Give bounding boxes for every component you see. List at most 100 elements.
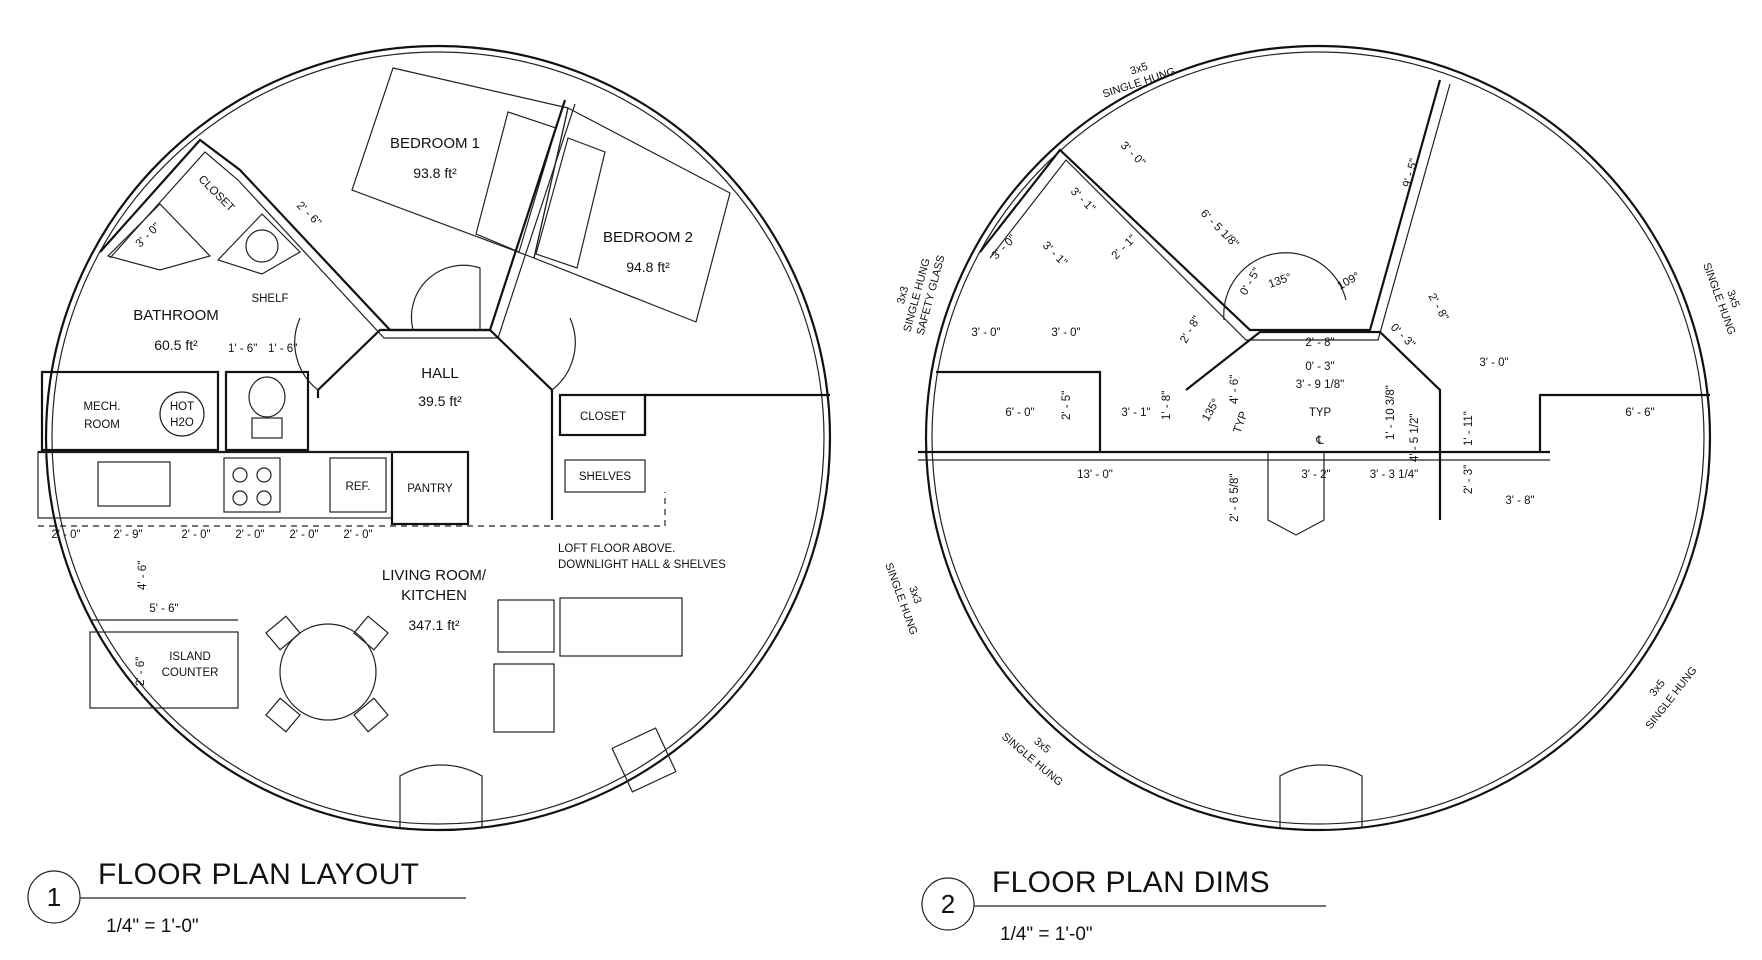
mech-room (40, 370, 220, 452)
burner-4 (256, 490, 272, 506)
dim-d4: 3' - 1" (1040, 240, 1069, 269)
side-chair (493, 663, 555, 733)
floor-plan-dims: 3x5 SINGLE HUNG 3x3 SINGLE HUNG SAFETY G… (882, 44, 1741, 945)
bed-2 (535, 137, 606, 269)
right-partition (643, 393, 830, 435)
dim-k2: 2' - 9" (113, 529, 142, 541)
chair-1 (265, 615, 301, 651)
dim-d25: 3' - 3 1/4" (1370, 469, 1418, 481)
drawing-scale: 1/4" = 1'-0" (106, 916, 199, 937)
exterior-wall-inner (51, 51, 825, 825)
dim-d31: 2' - 3" (1463, 465, 1475, 494)
shower (106, 203, 212, 271)
refrigerator (329, 457, 387, 513)
chair-3 (265, 697, 301, 733)
toilet-enclosure (224, 370, 310, 452)
dim-d28: 3' - 0" (1479, 357, 1508, 369)
entry-door (399, 764, 483, 828)
shelves-label: SHELVES (579, 471, 632, 483)
shelf-label: SHELF (251, 293, 288, 305)
dim-d22: 13' - 0" (1077, 469, 1113, 481)
dim-d12: 2' - 8" (1305, 337, 1334, 349)
dim-d1: 3' - 0" (1118, 140, 1147, 169)
window-label-lowleft: 3x3 (906, 585, 923, 606)
bathroom-wall (99, 99, 567, 332)
angle-a3: 135° (1200, 397, 1222, 424)
dim-toilet-b: 1' - 6" (268, 343, 297, 355)
bedroom-1-area: 93.8 ft² (413, 165, 457, 181)
island-label-2: COUNTER (162, 667, 219, 679)
dim-d11: 0' - 3" (1388, 322, 1417, 351)
right-wall (1538, 393, 1710, 452)
dim-d16: 1' - 8" (1161, 391, 1173, 420)
dim-d23: 2' - 6 5/8" (1229, 474, 1241, 522)
vanity (216, 213, 301, 275)
dim-d15: 4' - 6" (1229, 375, 1241, 404)
island-counter (89, 631, 239, 709)
dim-d30: 6' - 6" (1625, 407, 1654, 419)
dim-sink-diag: 2' - 6" (294, 200, 323, 229)
dim-d6: 6' - 5 1/8" (1198, 208, 1241, 251)
dim-d21: 3' - 1" (1121, 407, 1150, 419)
typ-note-1: TYP (1232, 410, 1251, 435)
drawing-number: 2 (941, 889, 955, 919)
centerline-symbol: ℄ (1315, 435, 1324, 447)
bedroom-2-name: BEDROOM 2 (603, 229, 693, 246)
hall-door-top (410, 264, 481, 331)
hot-water-tank (159, 391, 205, 437)
toilet (248, 376, 286, 418)
dim-d5: 2' - 1" (1110, 233, 1139, 262)
dim-d26: 1' - 10 3/8" (1385, 385, 1397, 440)
angle-a1: 135° (1267, 271, 1293, 290)
dim-d29: 1' - 11" (1463, 411, 1475, 446)
floor-plan-layout: BEDROOM 1 93.8 ft² BEDROOM 2 94.8 ft² BA… (27, 44, 832, 937)
partition-walls (979, 79, 1442, 332)
dim-d10: 2' - 8" (1425, 292, 1450, 323)
dim-aisle: 4' - 6" (137, 561, 149, 590)
chair-4 (353, 697, 389, 733)
window-type-bottomleft: SINGLE HUNG (999, 731, 1065, 789)
dim-d7: 9' - 5" (1401, 157, 1420, 188)
dim-d8: 2' - 8" (1178, 314, 1203, 345)
shelves-box (564, 459, 646, 493)
stove (223, 457, 281, 513)
drawing-title: FLOOR PLAN DIMS (992, 866, 1270, 899)
armchair (497, 599, 555, 653)
pantry-outline (1267, 452, 1325, 536)
sink-basin (245, 229, 279, 263)
dim-d13: 0' - 3" (1305, 361, 1334, 373)
loft-note-1: LOFT FLOOR ABOVE. (558, 543, 675, 555)
pantry-box (390, 450, 470, 526)
dim-k1: 2' - 0" (51, 529, 80, 541)
hall-walls (316, 328, 554, 520)
hall-door-right (551, 317, 576, 391)
mech-label-2: ROOM (84, 419, 120, 431)
drawing-title: FLOOR PLAN LAYOUT (98, 858, 419, 891)
closet-label-b: CLOSET (580, 411, 626, 423)
sofa (559, 597, 683, 657)
bedroom-1-outline (351, 67, 569, 259)
hall-frame (1185, 330, 1442, 520)
left-closet (936, 370, 1102, 452)
closet-label-a: CLOSET (196, 173, 237, 214)
exterior-wall (924, 44, 1712, 832)
bathroom-wall-inner (109, 103, 576, 339)
dim-d27: 4' - 5 1/2" (1409, 414, 1421, 462)
dim-d3: 3' - 0" (990, 233, 1019, 262)
toilet-tank (251, 417, 283, 439)
burner-3 (232, 490, 248, 506)
dim-d24: 3' - 2" (1301, 469, 1330, 481)
dim-d20: 2' - 5" (1061, 391, 1073, 420)
hot-label-2: H2O (170, 417, 194, 429)
burner-2 (256, 467, 272, 483)
dim-k5: 2' - 0" (289, 529, 318, 541)
dim-island-depth: 2' - 6" (135, 657, 147, 686)
hall-door-left (294, 317, 319, 391)
island-label-1: ISLAND (169, 651, 211, 663)
door-swing (1223, 252, 1347, 321)
dim-d14: 3' - 9 1/8" (1296, 379, 1344, 391)
wood-stove (611, 727, 677, 793)
bedroom-2-area: 94.8 ft² (626, 259, 670, 275)
dim-island-width: 5' - 6" (149, 603, 178, 615)
